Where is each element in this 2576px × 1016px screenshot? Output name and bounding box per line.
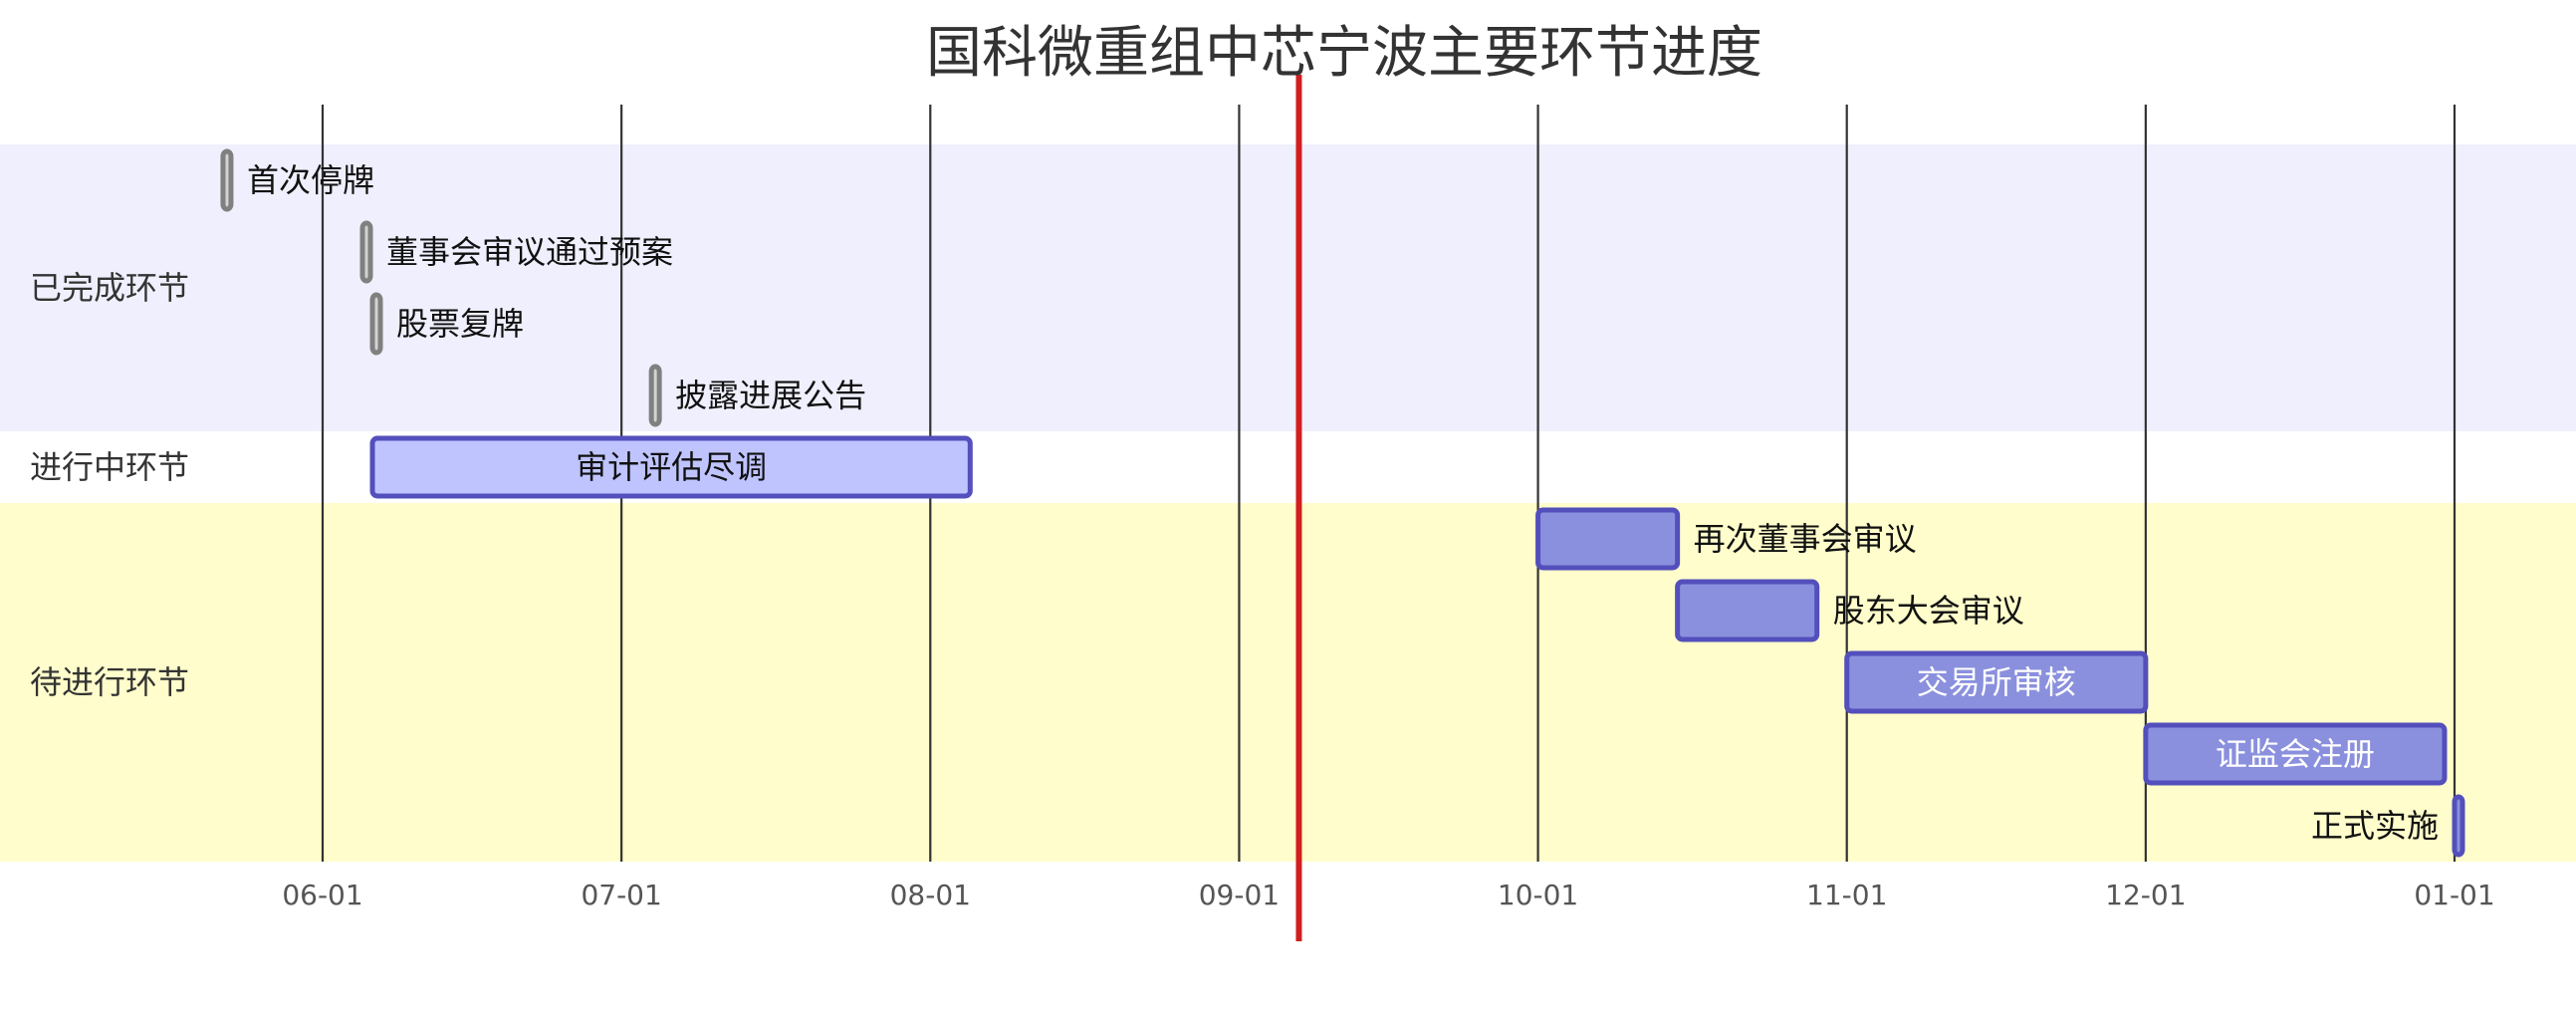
task-label-2-1: 股东大会审议 [1833, 592, 2024, 630]
task-label-0-0: 首次停牌 [247, 161, 374, 199]
task-bar-2-2 [1844, 650, 2149, 714]
task-label-2-4: 正式实施 [2311, 807, 2439, 845]
section-band-2 [0, 503, 2576, 862]
tick-label-1: 07-01 [581, 879, 661, 911]
task-bar-0-0 [220, 148, 234, 212]
section-band-0 [0, 144, 2576, 431]
task-labels: 首次停牌董事会审议通过预案股票复牌披露进展公告审计评估尽调再次董事会审议股东大会… [247, 161, 2439, 845]
task-bar-2-4 [2452, 794, 2465, 858]
task-bar-2-3 [2143, 722, 2448, 786]
task-bar-2-0 [1535, 507, 1681, 571]
task-bar-0-2 [369, 292, 383, 356]
tick-label-3: 09-01 [1199, 879, 1280, 911]
task-label-1-0: 审计评估尽调 [576, 448, 767, 486]
tick-label-7: 01-01 [2414, 879, 2494, 911]
task-label-2-3: 证监会注册 [2216, 735, 2375, 773]
section-label-1: 进行中环节 [30, 448, 189, 486]
tick-label-2: 08-01 [890, 879, 971, 911]
task-bar-0-1 [359, 220, 373, 284]
task-label-0-1: 董事会审议通过预案 [386, 233, 673, 271]
section-label-2: 待进行环节 [30, 663, 189, 701]
tick-label-0: 06-01 [282, 879, 362, 911]
task-bar-1-0 [369, 435, 973, 499]
task-bar-0-3 [648, 364, 662, 427]
section-label-0: 已完成环节 [30, 269, 189, 307]
task-label-2-2: 交易所审核 [1917, 663, 2076, 701]
task-label-2-0: 再次董事会审议 [1694, 520, 1917, 558]
tick-label-6: 12-01 [2105, 879, 2186, 911]
tick-label-4: 10-01 [1498, 879, 1578, 911]
task-label-0-3: 披露进展公告 [675, 377, 866, 414]
tick-label-5: 11-01 [1806, 879, 1887, 911]
chart-title: 国科微重组中芯宁波主要环节进度 [926, 21, 1762, 86]
task-bar-2-1 [1675, 579, 1820, 642]
task-bars [220, 148, 2465, 858]
task-label-0-2: 股票复牌 [396, 305, 524, 343]
x-axis-ticks: 06-01 07-01 08-01 09-01 10-01 11-01 12-01 01-01 [282, 879, 2494, 911]
